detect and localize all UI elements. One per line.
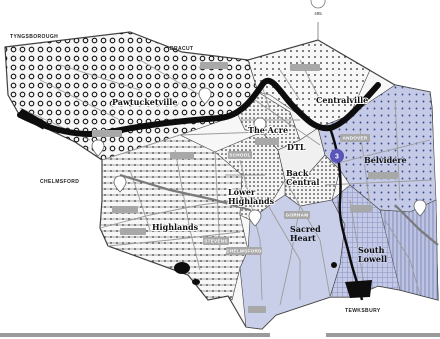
road-tag-gorham: GORHAM [284, 211, 310, 219]
region-south-lowell-east [379, 199, 439, 301]
town-label-chelmsford: CHELMSFORD [40, 179, 79, 185]
pond [192, 279, 200, 285]
pond [174, 262, 190, 274]
road-tag-school: SCHOOL [228, 151, 252, 159]
road-network [19, 59, 433, 306]
pond [345, 280, 372, 298]
footer-rule-left [0, 333, 270, 337]
road-tag-andover-label: ANDOVER [342, 136, 367, 141]
neighborhood-marker-number: 3 [335, 154, 339, 161]
label-the-acre: The Acre [248, 125, 288, 135]
road-tag-blank [92, 62, 398, 313]
road-tag-school-label: SCHOOL [229, 153, 250, 158]
neighborhood-marker[interactable]: 3 [330, 149, 344, 163]
pin-marker [91, 87, 427, 227]
region-highlands-dots [100, 135, 248, 300]
footer-rule-right [326, 333, 440, 337]
town-label-tewksbury: TEWKSBURY [345, 308, 381, 314]
pin-495-north: 495 [310, 0, 326, 40]
label-belvidere: Belvidere [364, 155, 407, 165]
road-tag-stevens-label: STEVENS [204, 239, 228, 244]
road-tag-gorham-label: GORHAM [286, 213, 309, 218]
merrimack-river-west [18, 108, 47, 130]
road-tag-chelmsford-label: CHELMSFORD [226, 249, 262, 254]
road-tag-stevens: STEVENS [203, 237, 229, 245]
label-pawtucketville: Pawtucketville [112, 97, 177, 107]
label-downtown: DTL [287, 142, 306, 152]
label-centralville: Centralville [316, 95, 368, 105]
road-tag-andover: ANDOVER [340, 134, 370, 142]
road-tag-chelmsford: CHELMSFORD [226, 247, 262, 255]
pin-495-north-label: 495 [314, 11, 322, 16]
region-pawtucketville [4, 31, 259, 161]
label-highlands: Highlands [152, 222, 199, 232]
pond [331, 262, 337, 268]
town-label-dracut: DRACUT [170, 46, 194, 52]
town-label-tyngsborough: TYNGSBOROUGH [10, 34, 58, 40]
highway [119, 173, 439, 246]
